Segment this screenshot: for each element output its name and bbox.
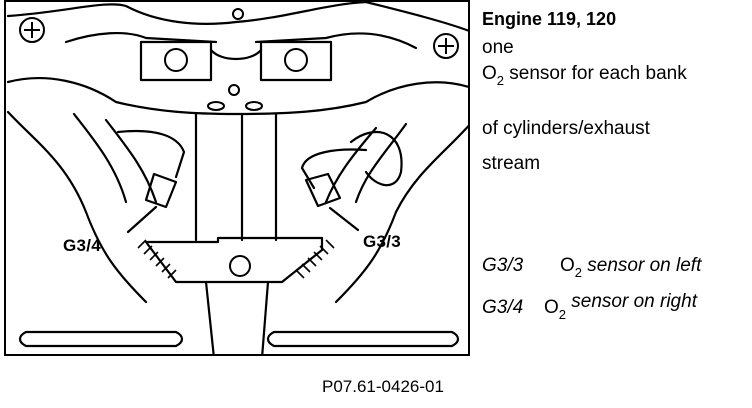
slot-right [245,101,263,111]
upper-housing-outline [6,2,468,32]
upper-housing-inner [64,31,418,50]
slot-left [207,101,225,111]
left-sensor-body [144,172,178,209]
right-sensor-wire [300,148,368,190]
legend-code: G3/3 [482,255,524,276]
lower-rail-right [266,330,460,348]
right-leader-line [328,206,360,232]
description-line-4: stream [482,153,541,174]
lower-stem [204,280,270,354]
bolt-bracket-left [164,48,188,72]
description-line-2: O2 sensor for each bank [482,63,687,88]
bolt-top-small [232,8,244,20]
engine-drawing [6,2,468,354]
sensor-threads-right [295,239,335,279]
right-sensor-body [304,172,342,208]
left-manifold-arc [6,76,238,116]
bolt-bracket-right [284,48,308,72]
description-line-3: of cylinders/exhaust [482,118,650,139]
callout-g3-4: G3/4 [63,236,102,255]
cross-member-plate [144,236,324,284]
right-exhaust-pipe [324,122,408,204]
left-leader-line [126,205,158,234]
bolt-center-top [228,84,240,96]
lower-rail-left [18,330,184,348]
left-outer-curve [6,110,148,304]
left-sensor-wire [116,129,186,179]
bolt-cross-member [229,255,251,277]
engine-diagram: G3/4 G3/3 [4,0,470,356]
center-web [209,48,263,61]
legend-code: G3/4 [482,297,524,318]
right-bracket [259,40,333,82]
figure-reference: P07.61-0426-01 [322,377,444,396]
sensor-threads-left [137,239,177,279]
right-scoop [349,130,403,187]
right-outer-curve [334,124,468,304]
description-line-1: one [482,37,514,58]
right-manifold-arc [234,81,468,116]
callout-g3-3: G3/3 [363,232,402,251]
description-title: Engine 119, 120 [482,9,617,29]
left-exhaust-pipe [72,112,158,204]
left-bracket [139,40,213,82]
center-tunnel [194,112,278,242]
